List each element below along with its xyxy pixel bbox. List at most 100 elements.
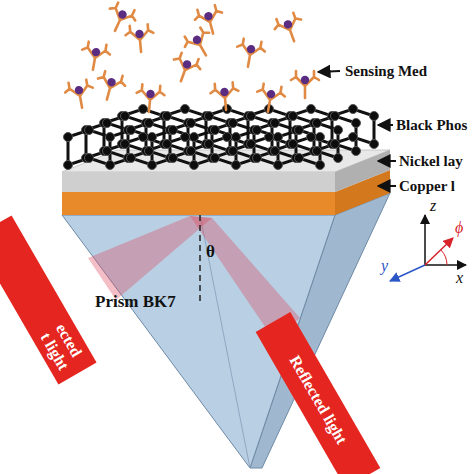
lattice-atom [352, 147, 361, 156]
lattice-atom [106, 133, 115, 142]
lattice-atom [289, 140, 298, 149]
lattice-atom [181, 133, 190, 142]
antibody-shape [234, 38, 266, 69]
analyte-dot [266, 89, 276, 99]
biomolecule [210, 82, 240, 111]
lattice-atom [349, 133, 358, 142]
layer-label: Copper l [399, 178, 455, 195]
antibody-shape [291, 71, 319, 98]
analyte-dot [74, 85, 84, 95]
leader-arrow [318, 71, 340, 72]
antibody-shape [125, 24, 155, 53]
lattice-atom [274, 133, 283, 142]
antibody-shape [93, 70, 127, 103]
lattice-atom [181, 105, 190, 114]
axis-label: z [430, 197, 436, 215]
leader-arrow [378, 185, 396, 187]
normal-line [199, 215, 201, 305]
lattice-atom [103, 147, 112, 156]
lattice-atom [187, 147, 196, 156]
lattice-atom [121, 112, 130, 121]
lattice-atom [334, 126, 343, 135]
analyte-dot [117, 9, 128, 20]
copper-layer [62, 192, 335, 215]
analyte-dot [106, 77, 116, 87]
lattice-atom [271, 147, 280, 156]
antibody-shape [180, 25, 218, 62]
leader-arrow [378, 160, 396, 162]
lattice-atom [316, 161, 325, 170]
analyte-dot [246, 44, 256, 54]
lattice-atom [103, 119, 112, 128]
lattice-atom [253, 126, 262, 135]
leader-arrow [378, 124, 393, 126]
biomolecule [79, 41, 111, 72]
incident-beam [88, 216, 212, 300]
antibody-shape [272, 11, 308, 46]
lattice-atom [106, 161, 115, 170]
lattice-atom [85, 126, 94, 135]
x-axis [425, 264, 466, 266]
lattice-atom [169, 154, 178, 163]
biomolecule [102, 0, 139, 36]
biomolecule [125, 24, 155, 53]
biomolecule [254, 83, 286, 114]
lattice-atom [121, 140, 130, 149]
lattice-atom [148, 161, 157, 170]
lattice-atom [64, 161, 73, 170]
beam-label: Reflected light [286, 353, 351, 448]
lattice-atom [247, 112, 256, 121]
biomolecule [93, 70, 127, 103]
analyte-dot [191, 34, 202, 45]
lattice-atom [313, 147, 322, 156]
angle-label: θ [206, 242, 215, 262]
analyte-dot [203, 11, 213, 21]
lattice-atom [169, 126, 178, 135]
lattice-atom [163, 112, 172, 121]
y-axis [390, 265, 425, 281]
lattice-atom [349, 105, 358, 114]
axis-label: x [456, 269, 463, 287]
prism-label: Prism BK7 [95, 292, 176, 312]
antibody-shape [168, 51, 204, 86]
analyte-dot [301, 76, 309, 84]
lattice-atom [211, 154, 220, 163]
analyte-dot [283, 19, 294, 30]
lattice-atom [139, 105, 148, 114]
prism-label-box: Prism BK7 [92, 290, 179, 314]
lattice-atom [163, 140, 172, 149]
layer-label: Black Phos [396, 117, 467, 134]
biomolecule [291, 71, 319, 98]
lattice-atom [223, 133, 232, 142]
lattice-atom [295, 126, 304, 135]
lattice-atom [370, 112, 379, 121]
antibody-shape [102, 0, 139, 36]
lattice-atom [205, 112, 214, 121]
phi-arc [441, 250, 447, 265]
antibody-shape [79, 41, 111, 72]
analyte-dot [135, 29, 144, 38]
beam-label: ected t light [37, 321, 89, 376]
lattice-atom [145, 147, 154, 156]
biomolecule [135, 84, 165, 113]
lattice-atom [127, 126, 136, 135]
axis-label: y [381, 257, 388, 275]
lattice-atom [307, 133, 316, 142]
antibody-shape [135, 84, 165, 113]
lattice-atom [265, 133, 274, 142]
lattice-atom [229, 119, 238, 128]
lattice-atom [271, 119, 280, 128]
analyte-dot [220, 87, 229, 96]
antibody-shape [254, 83, 286, 114]
lattice-atom [190, 161, 199, 170]
lattice-atom [289, 112, 298, 121]
biomolecule [168, 51, 204, 86]
lattice-atom [229, 147, 238, 156]
biomolecule [64, 79, 96, 110]
lattice-atom [85, 154, 94, 163]
layer-label: Nickel lay [399, 153, 463, 170]
antibody-shape [210, 82, 240, 111]
lattice-atom [331, 140, 340, 149]
lattice-atom [274, 161, 283, 170]
